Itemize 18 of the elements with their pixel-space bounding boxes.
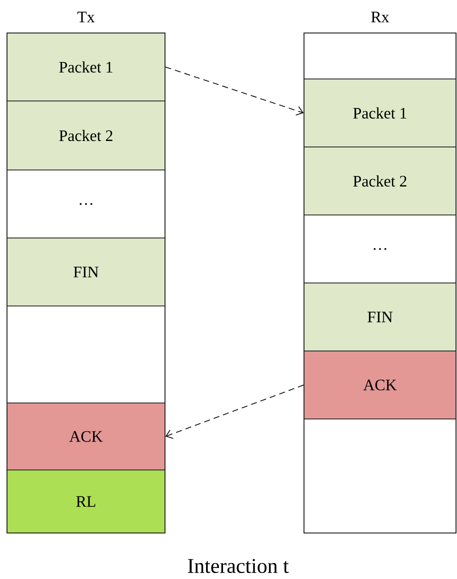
cell-box: Packet 1 — [6, 32, 166, 102]
arrow — [165, 66, 304, 116]
cell-box: ACK — [6, 402, 166, 470]
caption: Interaction t — [188, 558, 289, 574]
empty-cell-box — [6, 306, 166, 404]
cell-box: RL — [6, 470, 166, 534]
cell-box: Packet 2 — [6, 100, 166, 170]
column-heading: Tx — [77, 12, 95, 22]
cell-box: … — [6, 170, 166, 238]
cell-box: Packet 2 — [304, 146, 456, 216]
cell-box: … — [304, 214, 456, 284]
cell-box: ACK — [304, 350, 456, 420]
empty-cell-box — [304, 418, 456, 534]
cell-box: FIN — [304, 282, 456, 352]
cell-box: FIN — [6, 238, 166, 306]
arrow — [165, 384, 304, 439]
cell-box: Packet 1 — [304, 78, 456, 148]
column-heading: Rx — [371, 12, 390, 22]
